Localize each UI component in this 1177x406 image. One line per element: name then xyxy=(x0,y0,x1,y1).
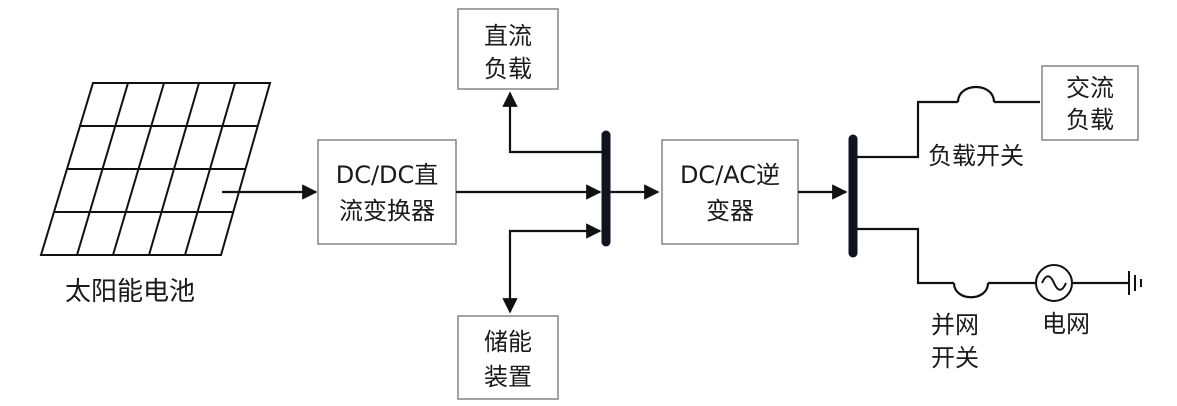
grid-switch-label-line1: 并网 xyxy=(931,311,979,339)
acbus-to-grid-wire xyxy=(857,227,954,285)
acbus-to-load-wire xyxy=(857,100,958,159)
load-switch-label: 负载开关 xyxy=(928,142,1024,170)
ground-icon xyxy=(1128,271,1142,295)
ac-source-icon xyxy=(1035,264,1073,302)
solar-cell-label: 太阳能电池 xyxy=(65,277,195,307)
dcbus-to-dcload-wire xyxy=(502,91,606,154)
inverter-label-line1: DC/AC逆 xyxy=(680,161,780,189)
storage-device-label-line2: 装置 xyxy=(484,363,532,391)
ac-load-label-line1: 交流 xyxy=(1066,74,1114,102)
switch-icon xyxy=(956,86,996,103)
solar-panel-icon xyxy=(39,82,272,256)
grid-label: 电网 xyxy=(1042,310,1090,338)
storage-device-label-line1: 储能 xyxy=(484,328,532,356)
inverter-box: DC/AC逆 变器 xyxy=(661,139,799,245)
dcdc-converter-label-line1: DC/DC直 xyxy=(336,161,439,189)
dc-load-label-line2: 负载 xyxy=(484,55,532,83)
switch-icon xyxy=(952,282,990,299)
dc-load-label-line1: 直流 xyxy=(484,22,532,50)
grid-switch-label-line2: 开关 xyxy=(931,344,979,372)
ac-load-box: 交流 负载 xyxy=(1041,65,1139,141)
inverter-label-line2: 变器 xyxy=(706,197,754,225)
dc-load-box: 直流 负载 xyxy=(457,8,559,90)
dcdc-converter-label-line2: 流变换器 xyxy=(339,197,435,225)
ac-load-label-line2: 负载 xyxy=(1066,106,1114,134)
storage-dcbus-wire xyxy=(502,223,602,314)
dcdc-converter-box: DC/DC直 流变换器 xyxy=(317,139,457,245)
storage-device-box: 储能 装置 xyxy=(457,315,559,400)
